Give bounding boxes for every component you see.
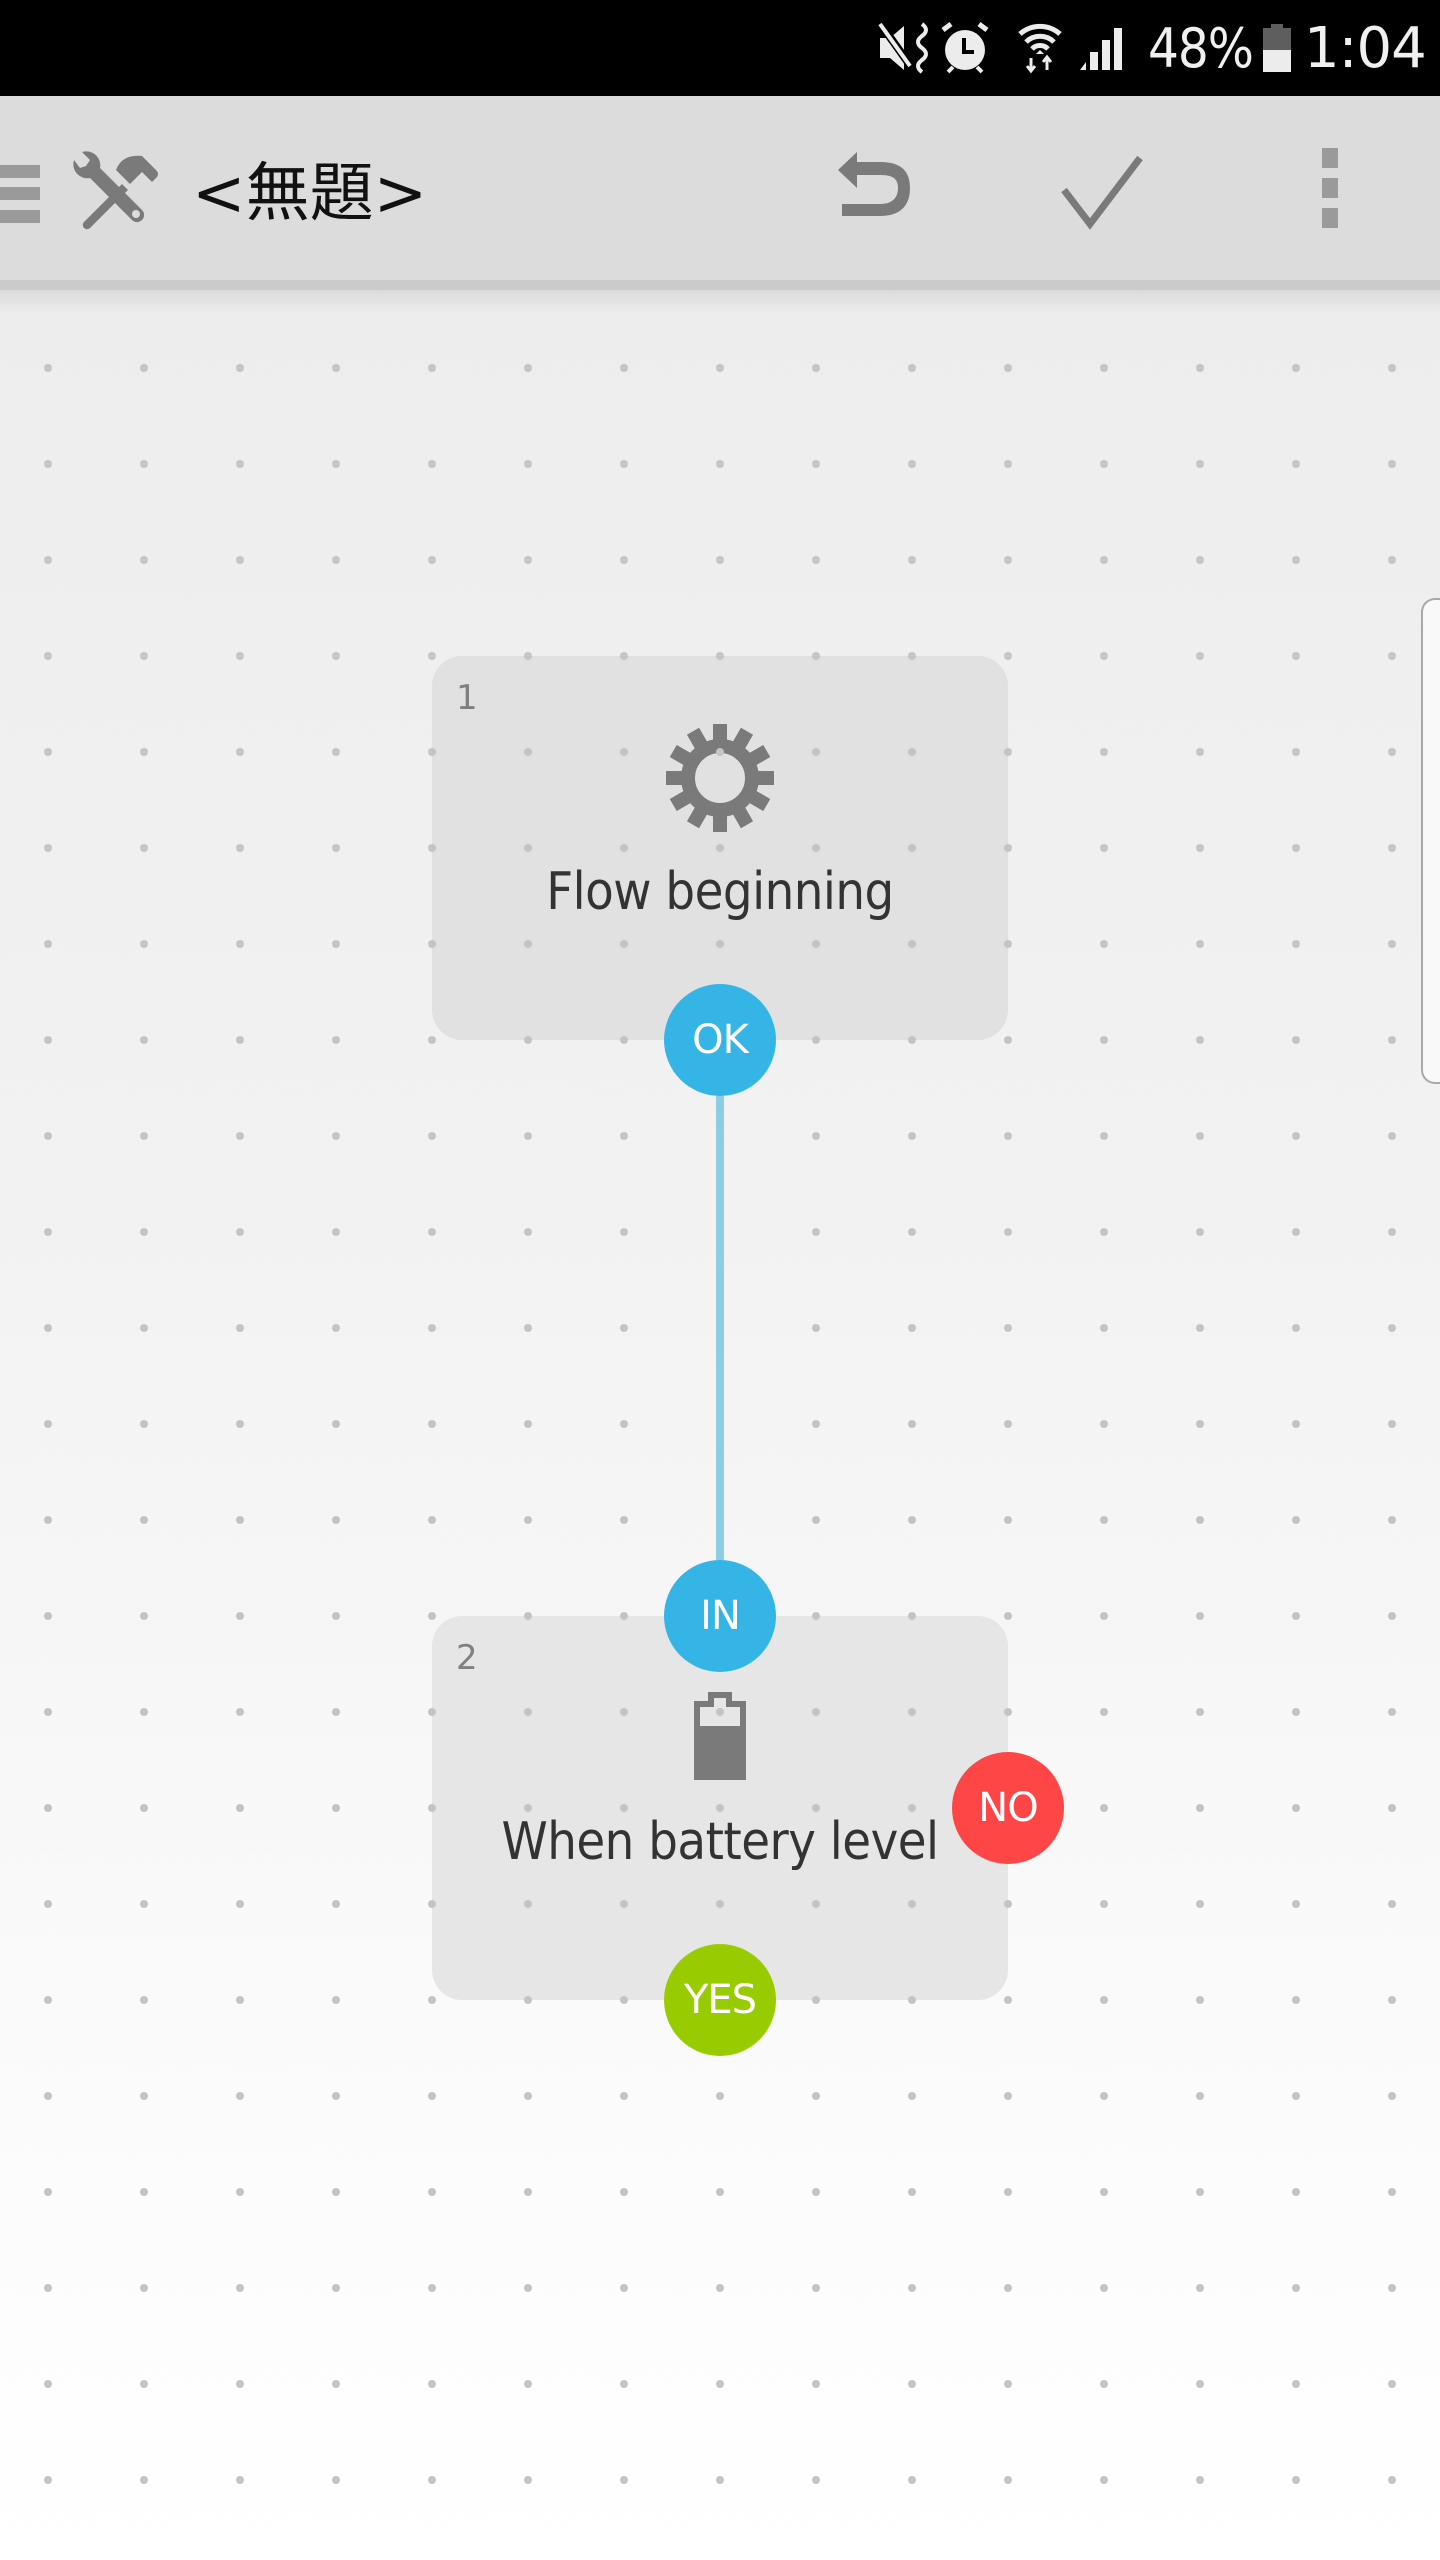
battery-icon (694, 1692, 746, 1780)
wifi-icon (1018, 0, 1062, 96)
wrench-hammer-icon (73, 151, 158, 230)
checkmark-icon (1061, 155, 1143, 230)
battery-icon (1262, 0, 1292, 96)
toolbar-shadow (0, 290, 1440, 314)
node-label: When battery level (501, 1812, 939, 1872)
gear-icon (666, 724, 774, 832)
toolbar-divider (0, 280, 1440, 290)
more-vert-icon (1322, 148, 1338, 228)
edge-panel-handle[interactable] (1421, 598, 1440, 1084)
undo-button[interactable] (820, 140, 930, 240)
save-button[interactable] (1048, 140, 1158, 240)
battery-percent: 48% (1148, 16, 1254, 80)
app-icon (60, 140, 164, 236)
port-yes[interactable]: YES (664, 1944, 776, 2056)
node-number: 1 (456, 678, 478, 718)
node-number: 2 (456, 1638, 478, 1678)
status-bar: 48% 1:04 (0, 0, 1440, 96)
flow-title[interactable]: <無題> (192, 157, 428, 231)
menu-button[interactable] (0, 96, 44, 280)
port-no[interactable]: NO (952, 1752, 1064, 1864)
port-ok[interactable]: OK (664, 984, 776, 1096)
alarm-icon (940, 0, 990, 96)
port-in[interactable]: IN (664, 1560, 776, 1672)
mute-vibrate-icon (878, 0, 934, 96)
more-options-button[interactable] (1290, 140, 1370, 240)
cell-signal-icon (1078, 0, 1124, 96)
flow-node-2[interactable]: 2 When battery level (432, 1616, 1008, 2000)
clock: 1:04 (1304, 15, 1427, 81)
flow-node-1[interactable]: 1 Flow beginning (432, 656, 1008, 1040)
connection-line[interactable] (716, 1096, 724, 1560)
toolbar (0, 96, 1440, 280)
undo-icon (838, 152, 910, 216)
node-label: Flow beginning (546, 862, 894, 922)
